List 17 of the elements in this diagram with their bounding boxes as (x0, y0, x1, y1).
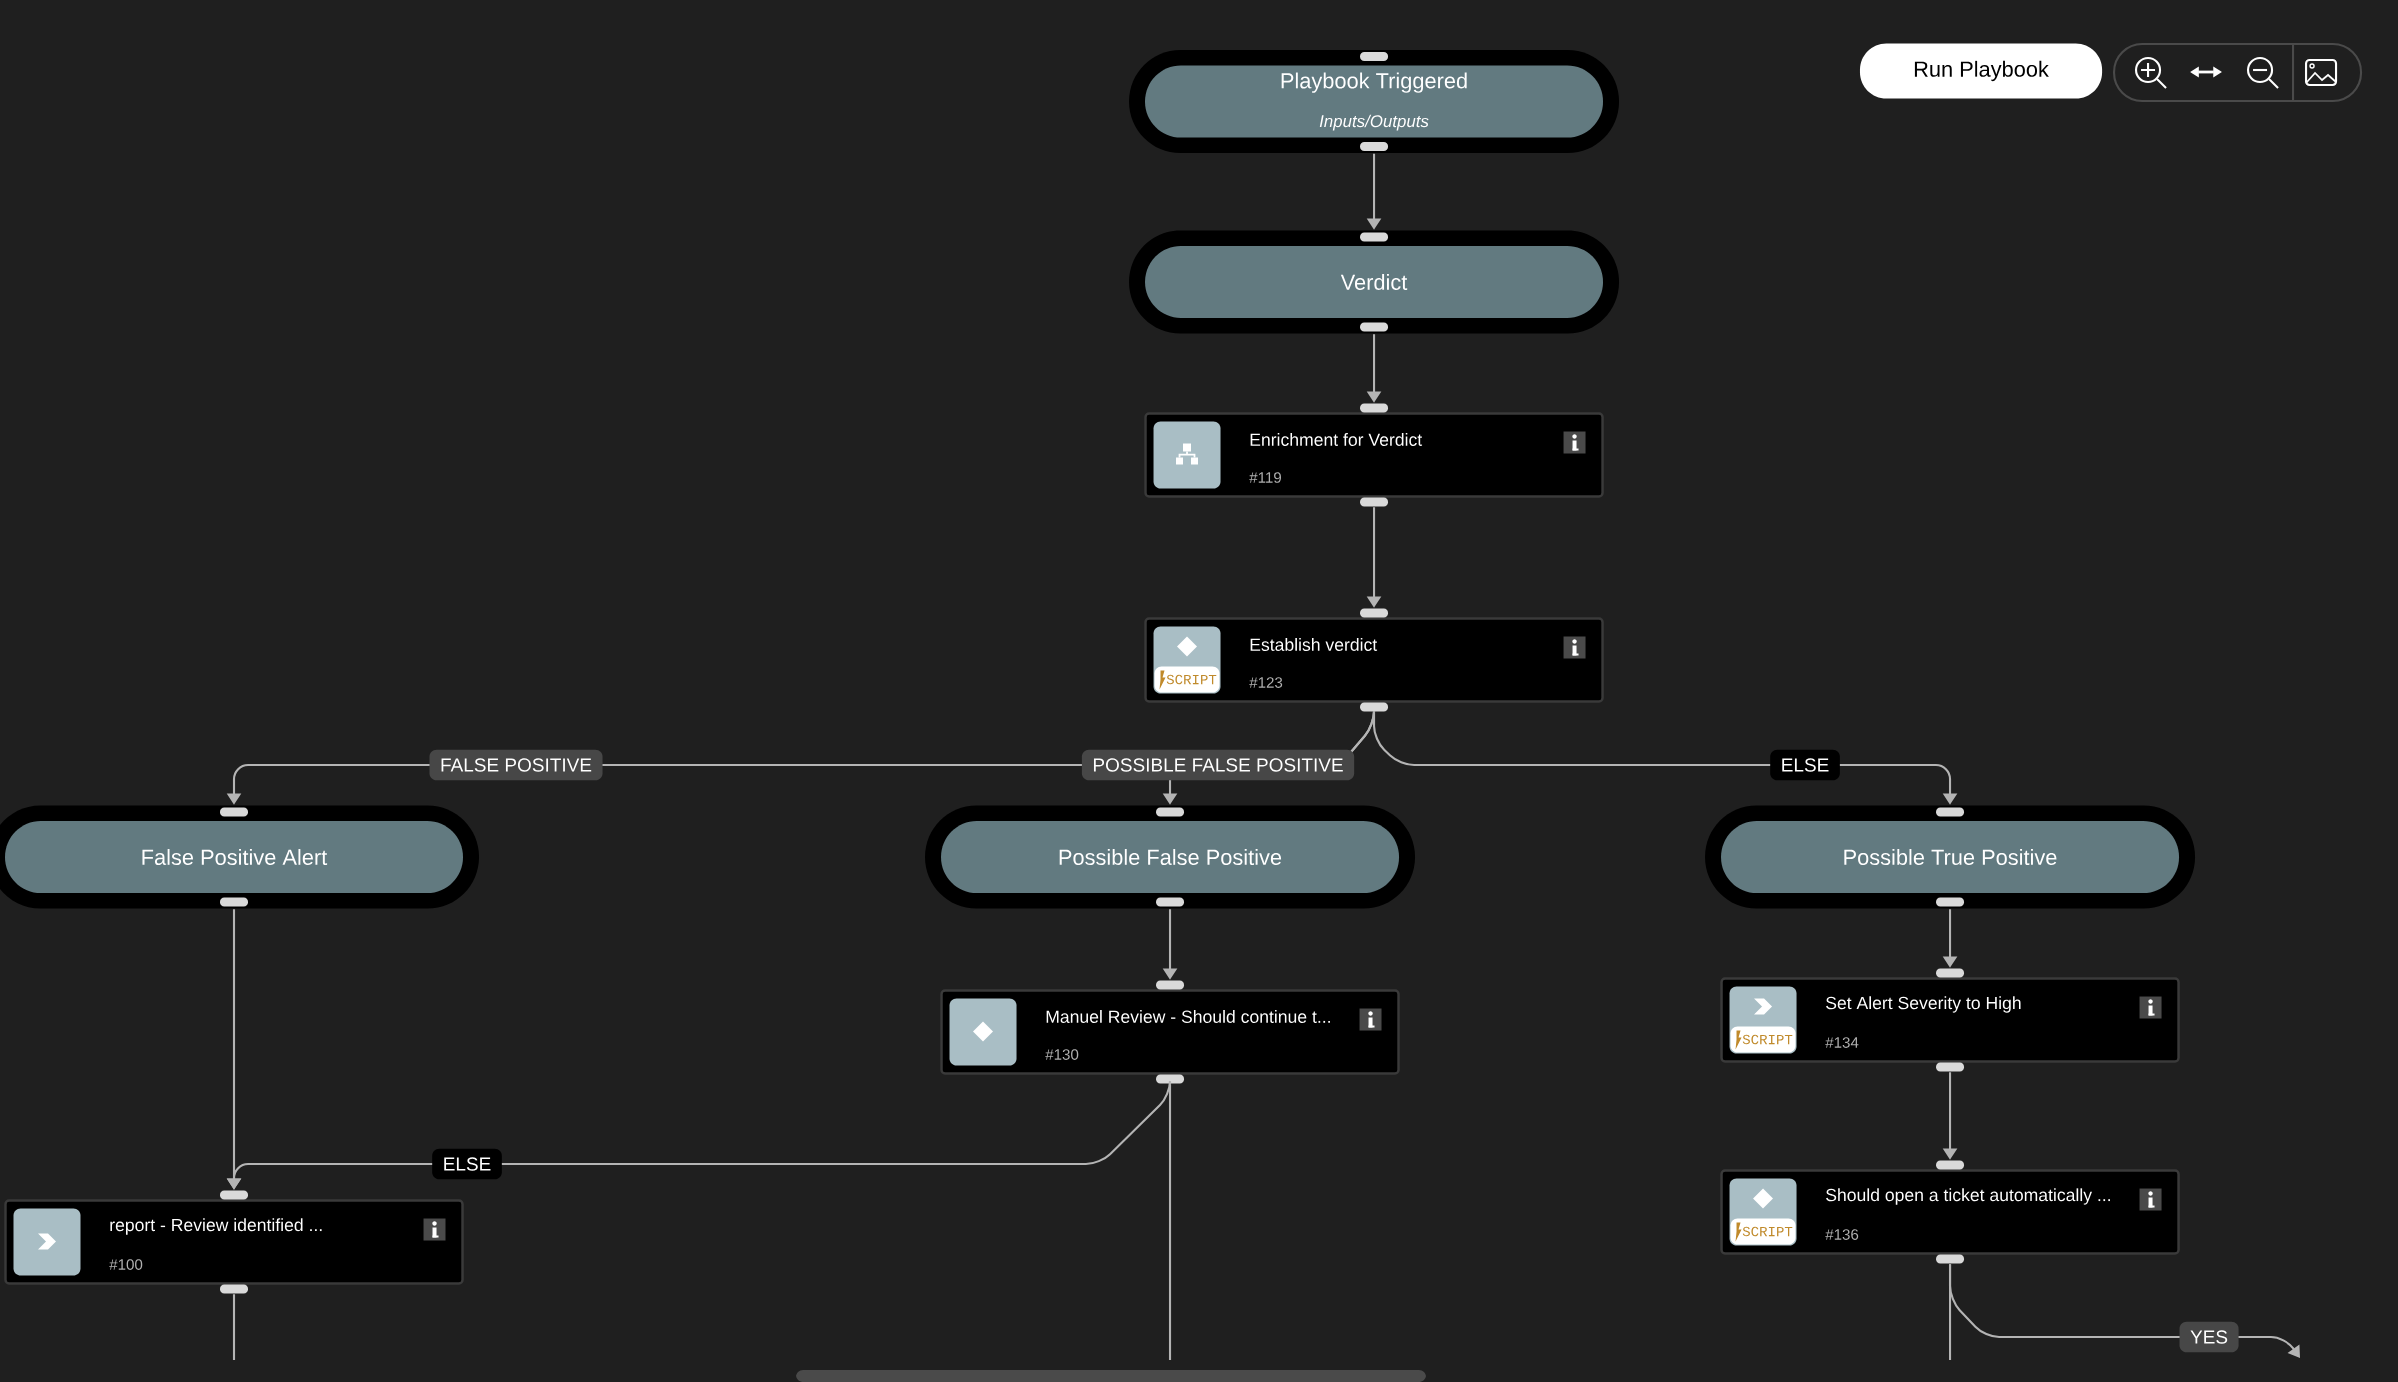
terminal-pill: Possible True Positive (1705, 805, 2196, 909)
task-box: SCRIPT Set Alert Severity to High #134 (1720, 968, 2180, 1072)
edge-label: ELSE (1770, 749, 1840, 781)
terminal-pill: Playbook Triggered Inputs/Outputs (1129, 50, 1620, 153)
edge-label: POSSIBLE FALSE POSITIVE (1081, 749, 1355, 781)
terminal-pill: Possible False Positive (925, 805, 1416, 909)
task-box: Enrichment for Verdict #119 (1144, 403, 1604, 507)
run-button: Run Playbook (1859, 43, 2103, 99)
edge-label: FALSE POSITIVE (429, 749, 603, 781)
task-box: SCRIPT Should open a ticket automatically ... #136 (1720, 1160, 2180, 1264)
task-box: Manuel Review - Should continue t... #130 (940, 980, 1400, 1084)
edge-label: YES (2179, 1321, 2239, 1353)
terminal-pill: False Positive Alert (0, 805, 479, 909)
task-box: report - Review identified ... #100 (4, 1190, 464, 1294)
terminal-pill: Verdict (1129, 230, 1620, 334)
edge-label: ELSE (432, 1148, 502, 1180)
task-box: SCRIPT Establish verdict #123 (1144, 608, 1604, 712)
